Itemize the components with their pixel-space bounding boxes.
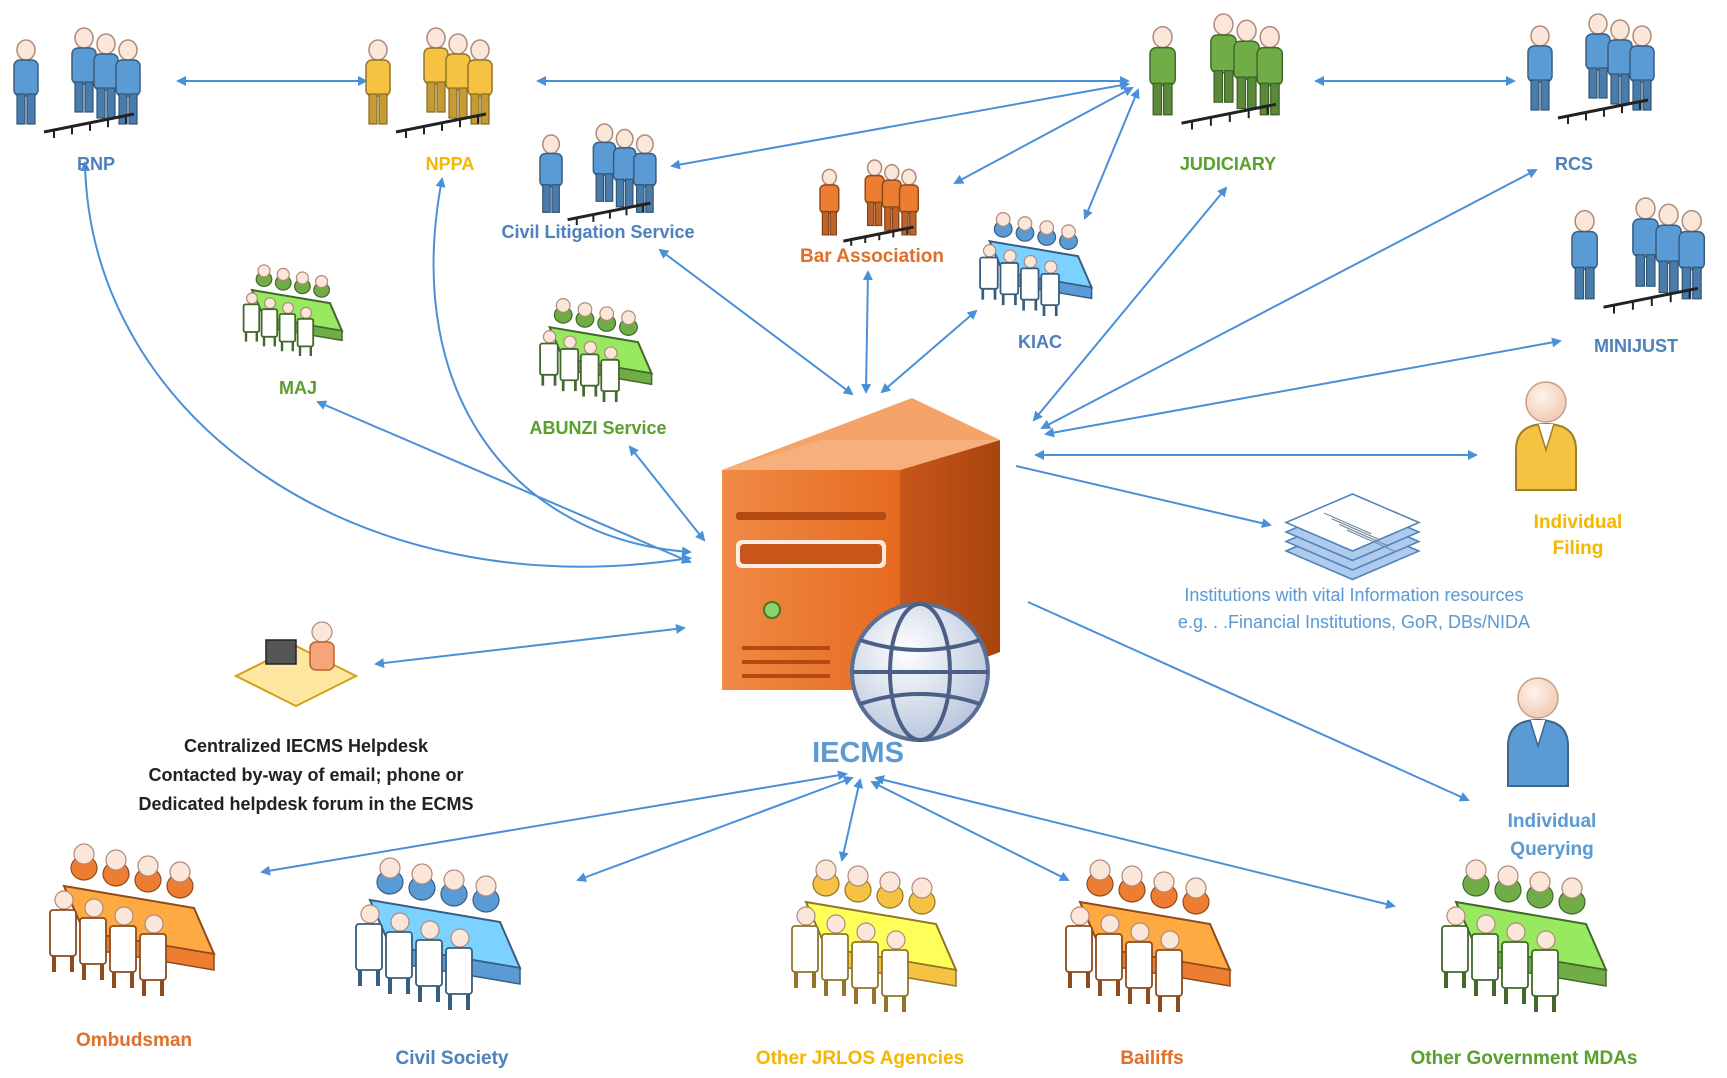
arrow-civil-judiciary [670, 80, 1130, 170]
individual-filing-line1: Individual [1533, 512, 1623, 533]
kiac-label: KIAC [1018, 332, 1062, 352]
abunzi-icon [539, 298, 654, 402]
judiciary-label: JUDICIARY [1179, 154, 1277, 174]
civil-litigation-icon [539, 123, 657, 226]
arrow-civil-iecms [658, 248, 854, 396]
rcs-label: RCS [1554, 154, 1594, 174]
nppa-icon [365, 27, 493, 138]
individual-filing-line2: Filing [1552, 538, 1604, 559]
arrow-kiac-iecms [880, 309, 978, 394]
helpdesk-label: Centralized IECMS Helpdesk Contacted by-… [138, 732, 473, 819]
other-jrlos-icon [791, 859, 958, 1012]
arrow-civilsociety-iecms [576, 776, 854, 882]
helpdesk-line2: Contacted by-way of email; phone or [148, 765, 464, 785]
helpdesk-line1: Centralized IECMS Helpdesk [183, 736, 429, 756]
minijust-label: MINIJUST [1593, 336, 1679, 356]
rnp-label: RNP [76, 154, 116, 174]
civil-society-label: Civil Society [395, 1048, 509, 1069]
kiac-icon [979, 212, 1094, 316]
abunzi-label: ABUNZI Service [529, 418, 667, 438]
civil-society-icon [355, 857, 522, 1010]
rcs-icon [1527, 13, 1655, 124]
individual-filing-label: Individual Filing [1534, 510, 1623, 562]
individual-querying-line1: Individual [1507, 811, 1597, 832]
arrow-maj-iecms [316, 400, 692, 564]
nppa-label: NPPA [425, 154, 475, 174]
connector-arrows [80, 76, 1562, 909]
other-jrlos-label: Other JRLOS Agencies [755, 1048, 965, 1069]
institutions-line2: e.g. . .Financial Institutions, GoR, DBs… [1177, 612, 1531, 632]
minijust-icon [1571, 197, 1706, 314]
individual-querying-label: Individual Querying [1508, 808, 1597, 864]
arrow-abunzi-iecms [628, 445, 706, 542]
helpdesk-icon [233, 621, 359, 708]
rnp-icon [13, 27, 141, 138]
individual-querying-icon [1507, 677, 1569, 787]
bailiffs-label: Bailiffs [1120, 1048, 1184, 1069]
maj-label: MAJ [278, 378, 318, 398]
arrow-rnp-iecms [80, 161, 692, 568]
arrow-iecms-querying [1027, 601, 1470, 802]
judiciary-icon [1149, 13, 1284, 130]
institutions-line1: Institutions with vital Information reso… [1184, 585, 1524, 605]
bailiffs-icon [1065, 859, 1232, 1012]
helpdesk-line3: Dedicated helpdesk forum in the ECMS [138, 794, 474, 814]
individual-filing-icon [1515, 381, 1577, 491]
arrow-jrlos-iecms [838, 778, 864, 862]
arrow-bar-iecms [861, 270, 873, 394]
bar-association-label: Bar Association [800, 246, 944, 267]
arrow-othergov-iecms [874, 775, 1396, 909]
iecms-label: IECMS [812, 737, 904, 769]
ombudsman-icon [49, 843, 216, 996]
ombudsman-label: Ombudsman [75, 1030, 193, 1051]
arrow-minijust-iecms [1044, 337, 1562, 438]
other-gov-label: Other Government MDAs [1410, 1048, 1638, 1069]
institutions-icon [1284, 493, 1421, 581]
individual-querying-line2: Querying [1510, 839, 1594, 860]
civil-litigation-label: Civil Litigation Service [501, 222, 695, 242]
bar-association-icon [819, 159, 920, 246]
organization-icons [13, 13, 1706, 1012]
server-icon [722, 398, 1000, 742]
arrow-judiciary-iecms [1032, 186, 1228, 422]
arrow-helpdesk-iecms [374, 623, 686, 669]
maj-icon [242, 264, 344, 356]
other-gov-icon [1441, 859, 1608, 1012]
arrow-bailiffs-iecms [870, 781, 1070, 881]
institutions-label: Institutions with vital Information reso… [1178, 582, 1530, 636]
arrow-iecms-institutions [1015, 465, 1272, 529]
globe-icon [850, 602, 990, 742]
